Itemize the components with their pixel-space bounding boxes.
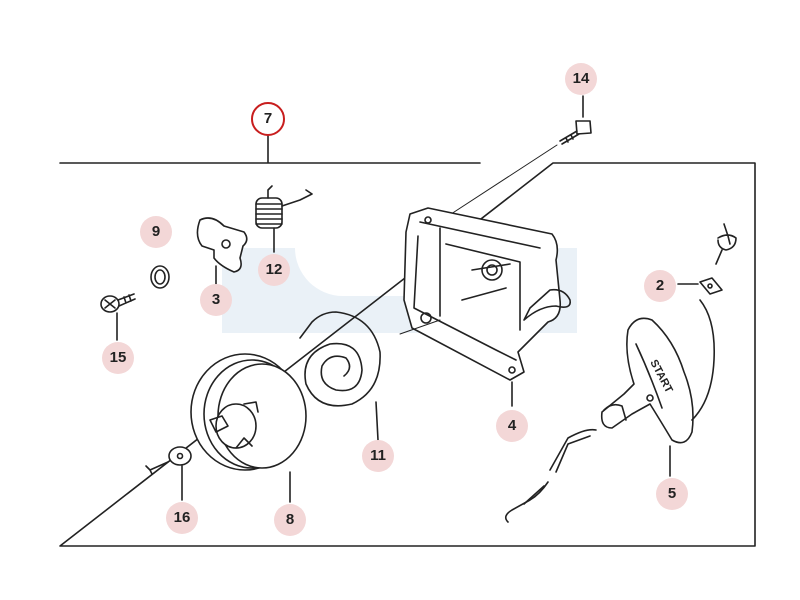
screw-15 (100, 293, 136, 341)
pulley-8 (190, 353, 307, 503)
small-washer-16 (145, 446, 192, 501)
callout-3-pawl[interactable]: 3 (200, 284, 232, 316)
rope-guide-2 (677, 223, 737, 295)
starter-case-4 (399, 207, 572, 407)
recoil-spring-11 (299, 311, 381, 441)
callout-8-pulley[interactable]: 8 (274, 504, 306, 536)
callout-4-case[interactable]: 4 (496, 410, 528, 442)
callout-7-assembly[interactable]: 7 (251, 102, 285, 136)
handle-5 (504, 299, 716, 523)
bolt-14 (447, 95, 592, 217)
callout-12-spring[interactable]: 12 (258, 254, 290, 286)
callout-16-small-washer[interactable]: 16 (166, 502, 198, 534)
callout-2-rope-guide[interactable]: 2 (644, 270, 676, 302)
washer-9 (150, 265, 170, 289)
callout-5-handle[interactable]: 5 (656, 478, 688, 510)
callout-15-screw[interactable]: 15 (102, 342, 134, 374)
callout-11-recoil-spring[interactable]: 11 (362, 440, 394, 472)
spring-12 (255, 185, 313, 253)
callout-14-bolt[interactable]: 14 (565, 63, 597, 95)
pawl-3 (196, 217, 248, 285)
callout-9-washer[interactable]: 9 (140, 216, 172, 248)
